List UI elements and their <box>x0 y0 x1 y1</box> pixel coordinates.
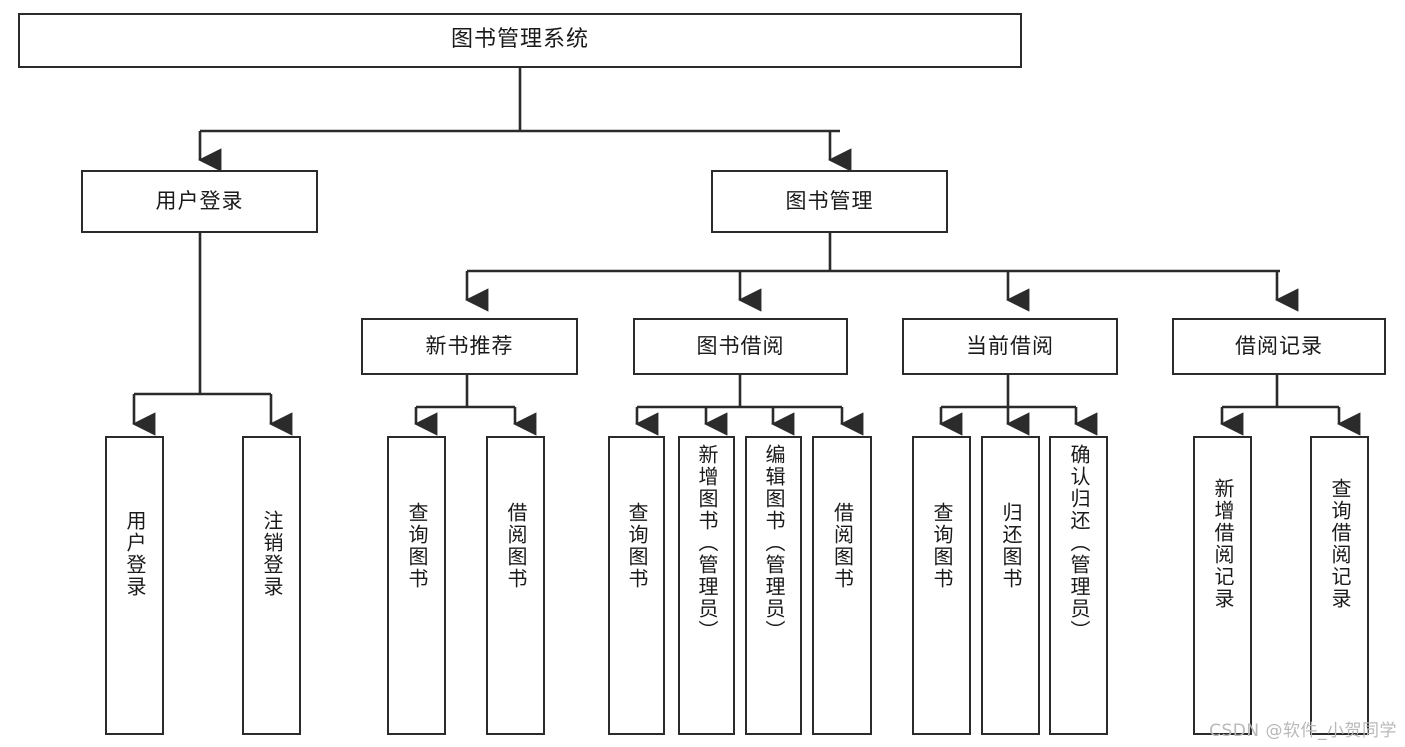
leaf-label: 新增借阅记录 <box>1211 478 1235 610</box>
node-current-borrow[interactable]: 当前借阅 <box>902 318 1118 375</box>
leaf-current-query-book[interactable]: 查询图书 <box>912 436 971 735</box>
leaf-recommend-query-book[interactable]: 查询图书 <box>387 436 446 735</box>
leaf-label: 查询图书 <box>930 502 954 590</box>
node-new-book-recommend[interactable]: 新书推荐 <box>361 318 578 375</box>
leaf-label: 用户登录 <box>123 510 147 598</box>
leaf-borrow-add-book-admin[interactable]: 新增图书（管理员） <box>678 436 735 735</box>
node-borrow-record[interactable]: 借阅记录 <box>1172 318 1386 375</box>
leaf-user-login-signin[interactable]: 用户登录 <box>105 436 164 735</box>
leaf-label: 借阅图书 <box>504 502 528 590</box>
leaf-label: 新增图书（管理员） <box>695 444 719 642</box>
leaf-borrow-borrow-book[interactable]: 借阅图书 <box>812 436 872 735</box>
leaf-record-query-record[interactable]: 查询借阅记录 <box>1310 436 1369 735</box>
node-book-borrow[interactable]: 图书借阅 <box>633 318 848 375</box>
leaf-current-confirm-return-admin[interactable]: 确认归还（管理员） <box>1049 436 1108 735</box>
node-user-login[interactable]: 用户登录 <box>81 170 318 233</box>
leaf-label: 查询图书 <box>405 502 429 590</box>
leaf-borrow-edit-book-admin[interactable]: 编辑图书（管理员） <box>745 436 802 735</box>
leaf-label: 注销登录 <box>260 510 284 598</box>
leaf-borrow-query-book[interactable]: 查询图书 <box>608 436 665 735</box>
leaf-label: 归还图书 <box>999 502 1023 590</box>
node-root-system[interactable]: 图书管理系统 <box>18 13 1022 68</box>
node-book-management[interactable]: 图书管理 <box>711 170 948 233</box>
leaf-label: 借阅图书 <box>830 502 855 590</box>
leaf-label: 查询图书 <box>625 502 649 590</box>
watermark-text: CSDN @软件_小贺同学 <box>1209 721 1397 741</box>
leaf-user-login-signout[interactable]: 注销登录 <box>242 436 301 735</box>
leaf-label: 编辑图书（管理员） <box>762 444 786 642</box>
leaf-recommend-borrow-book[interactable]: 借阅图书 <box>486 436 545 735</box>
leaf-label: 查询借阅记录 <box>1328 478 1352 610</box>
leaf-label: 确认归还（管理员） <box>1067 444 1091 642</box>
leaf-current-return-book[interactable]: 归还图书 <box>981 436 1040 735</box>
leaf-record-add-record[interactable]: 新增借阅记录 <box>1193 436 1252 735</box>
